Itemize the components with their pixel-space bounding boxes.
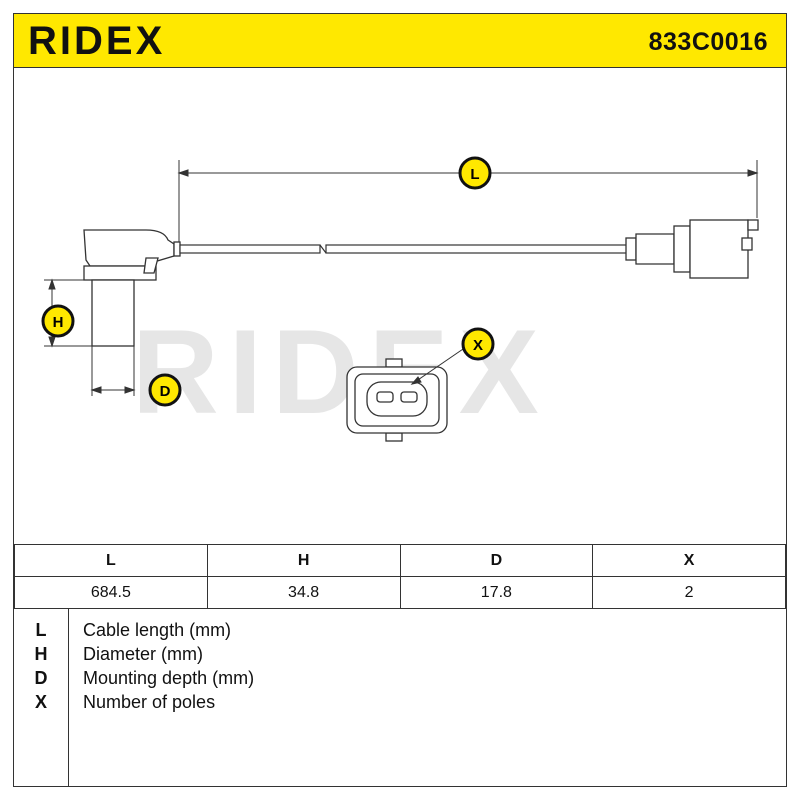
legend-item: H Diameter (mm) (14, 644, 786, 668)
cable-connector (625, 219, 759, 279)
spec-value: 684.5 (14, 576, 208, 609)
legend-key: L (35, 620, 47, 640)
svg-text:L: L (470, 166, 479, 183)
sensor-drawing: L H D X (41, 156, 759, 442)
ridex-logo: RIDEX (28, 22, 165, 60)
legend-divider (68, 608, 69, 786)
legend-item: L Cable length (mm) (14, 620, 786, 644)
header-bar: RIDEX 833C0016 (14, 14, 786, 68)
legend-key: H (34, 644, 48, 664)
spec-header: H (206, 544, 401, 577)
svg-text:H: H (53, 314, 64, 331)
sensor-cable (179, 244, 635, 254)
badge-h: H (41, 304, 75, 338)
part-number: 833C0016 (648, 28, 768, 56)
technical-drawing: RIDEX (14, 68, 786, 544)
legend-key: D (34, 668, 48, 688)
poles-pointer (410, 346, 467, 385)
badge-l: L (458, 156, 492, 190)
spec-header: L (14, 544, 208, 577)
spec-value-row: 684.5 34.8 17.8 2 (14, 576, 786, 609)
badge-d: D (148, 373, 182, 407)
depth-dimension (90, 346, 136, 396)
spec-value: 2 (592, 576, 786, 609)
sensor-head (83, 229, 181, 347)
spec-header-row: L H D X (14, 544, 786, 577)
spec-value: 34.8 (206, 576, 401, 609)
legend-desc: Mounting depth (mm) (83, 668, 255, 688)
legend-item: X Number of poles (14, 692, 786, 716)
legend-desc: Number of poles (83, 692, 216, 712)
svg-text:X: X (473, 337, 483, 354)
spec-header: D (399, 544, 594, 577)
legend-desc: Cable length (mm) (83, 620, 232, 640)
product-sheet: RIDEX 833C0016 RIDEX (13, 13, 787, 787)
badge-x: X (461, 327, 495, 361)
spec-value: 17.8 (399, 576, 594, 609)
spec-header: X (592, 544, 786, 577)
legend-item: D Mounting depth (mm) (14, 668, 786, 692)
legend-desc: Diameter (mm) (83, 644, 203, 664)
svg-text:RIDEX: RIDEX (28, 22, 165, 60)
legend-key: X (34, 692, 47, 712)
connector-face (346, 358, 448, 442)
legend: L Cable length (mm) H Diameter (mm) D Mo… (14, 608, 786, 786)
spec-table: L H D X 684.5 34.8 17.8 2 (14, 544, 786, 609)
svg-text:D: D (160, 383, 171, 400)
